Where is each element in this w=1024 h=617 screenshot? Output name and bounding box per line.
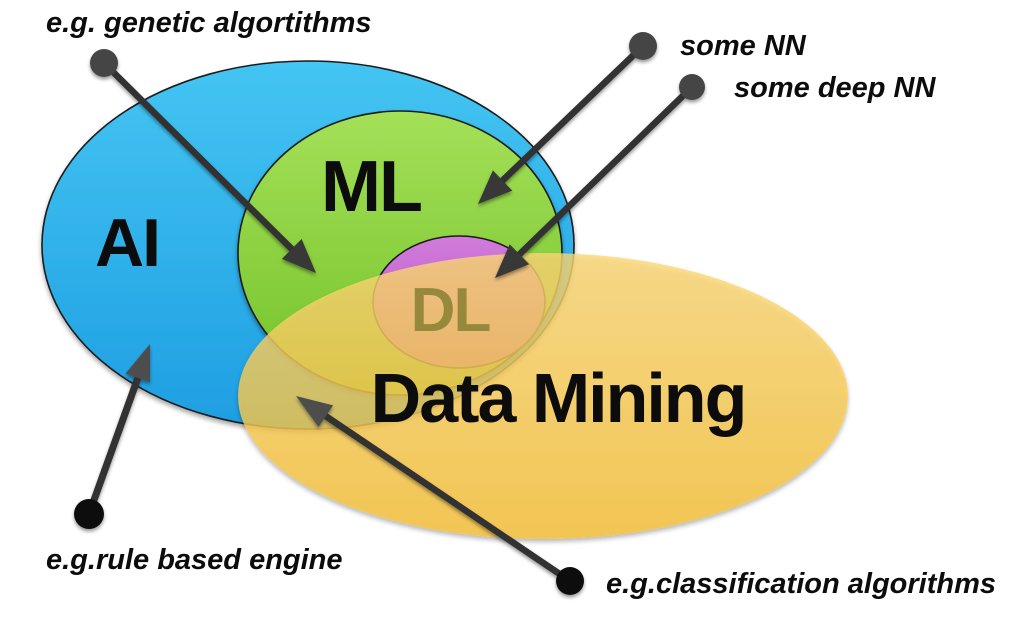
some-nn-arrowhead-icon [478,170,513,204]
some-deep-nn-arrowhead-icon [495,244,530,278]
rule-based-engine-label: e.g.rule based engine [46,544,343,576]
rule-based-arrow-line [85,368,144,518]
some-nn-arrow-line [493,42,647,190]
data-mining-ellipse [238,253,848,539]
genetic-arrowhead-icon [281,239,316,273]
rule-based-dot-icon [74,499,104,529]
some-nn-dot-icon [629,32,657,60]
classification-dot-icon [556,567,584,595]
rule-based-arrow [74,344,150,529]
genetic-dot-icon [90,49,118,77]
some-deep-nn-arrow-line [510,83,696,264]
dl-label: DL [410,276,492,345]
ml-label: ML [321,147,423,227]
data-mining-label: Data Mining [370,359,748,437]
rule-based-arrowhead-icon [125,344,150,383]
genetic-algorithms-label: e.g. genetic algortithms [46,7,372,39]
ai-label: AI [95,205,161,281]
classification-arrow-line [317,409,574,585]
some-deep-nn-dot-icon [679,74,705,100]
some-nn-arrow [478,32,657,204]
some-deep-nn-label: some deep NN [734,72,936,104]
classification-algorithms-label: e.g.classification algorithms [606,568,996,600]
some-nn-label: some NN [680,30,806,62]
classification-arrow [296,396,584,595]
some-deep-nn-arrow [495,74,705,278]
genetic-arrow-line [100,59,301,258]
genetic-arrow [90,49,316,273]
classification-arrowhead-icon [296,396,334,427]
